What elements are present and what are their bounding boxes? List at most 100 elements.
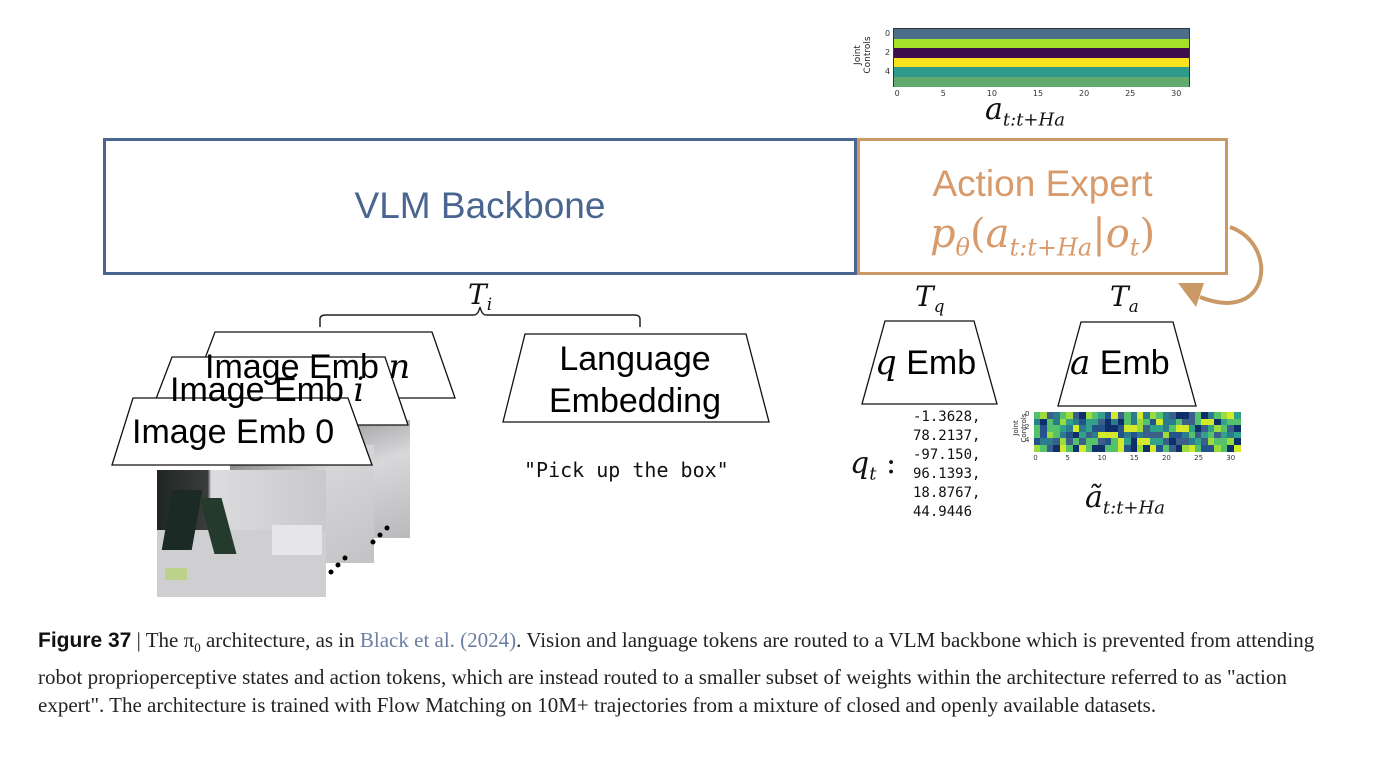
heatmap-cell (1059, 425, 1067, 432)
heatmap-cell (1059, 438, 1067, 445)
heatmap-cell (1188, 438, 1196, 445)
heatmap-cell (1117, 444, 1125, 452)
x-tick-label: 5 (1065, 454, 1070, 462)
heatmap-cell (1130, 431, 1138, 439)
heatmap-cell (1034, 412, 1041, 419)
heatmap-cell (1143, 444, 1151, 452)
heatmap-cell (1207, 425, 1215, 432)
heatmap-cell (1034, 438, 1041, 445)
heatmap-cell (1169, 412, 1177, 419)
heatmap-cell (1046, 431, 1054, 439)
clean-action-heatmap (893, 28, 1190, 87)
heatmap-cell (1214, 425, 1222, 432)
heatmap-cell (1085, 431, 1093, 439)
heatmap-cell (1085, 444, 1093, 452)
action-expert-title: Action Expert (932, 163, 1153, 204)
image-emb-n-label: Image Emb n (205, 347, 411, 387)
heatmap-cell (1091, 418, 1099, 426)
heatmap-cell (1124, 418, 1132, 426)
x-tick-label: 20 (1078, 89, 1090, 98)
action-expert-formula: pθ(at:t+Ha|ot) (929, 211, 1156, 262)
heatmap-cell (1079, 412, 1086, 419)
heatmap-cell (1111, 431, 1119, 439)
heatmap-cell (1214, 438, 1222, 445)
heatmap-cell (1220, 412, 1228, 419)
a-emb-label: a Emb (1070, 343, 1170, 383)
heatmap-cell (1233, 425, 1241, 432)
citation-link[interactable]: Black et al. (2024) (359, 628, 517, 652)
heatmap-cell (1143, 438, 1151, 445)
heatmap-cell (1117, 418, 1125, 426)
heatmap-cell (1034, 418, 1041, 426)
heatmap-cell (1072, 438, 1080, 445)
x-tick-label: 15 (1129, 454, 1139, 462)
heatmap-cell (1169, 444, 1177, 452)
heatmap-cell (1227, 444, 1235, 452)
heatmap-cell (1162, 425, 1170, 432)
heatmap-cell (1201, 438, 1209, 445)
y-tick-label: 4 (885, 66, 891, 76)
heatmap-cell (1079, 431, 1086, 439)
heatmap-cell (1098, 444, 1106, 452)
heatmap-cell (1143, 431, 1151, 439)
x-tick-label: 30 (1171, 89, 1182, 98)
heatmap-cell (1130, 444, 1138, 452)
heatmap-cell (1117, 412, 1125, 419)
heatmap-cell (1188, 444, 1196, 452)
heatmap-cell (1169, 438, 1177, 445)
heatmap-cell (1214, 418, 1222, 426)
heatmap-cell (1059, 431, 1067, 439)
heatmap-cell (1137, 418, 1144, 426)
heatmap-cell (1201, 431, 1209, 439)
heatmap-cell (1201, 444, 1209, 452)
heatmap-cell (1091, 431, 1099, 439)
heatmap-cell (1053, 431, 1061, 439)
noisy-action-label: ãt:t+Ha (1085, 480, 1165, 519)
heatmap-cell (1149, 444, 1157, 452)
heatmap-cell (1098, 438, 1106, 445)
action-expert-box: Action Expert pθ(at:t+Ha|ot) (857, 138, 1228, 275)
heatmap-cell (1156, 425, 1164, 432)
q-state-values: -1.3628, 78.2137, -97.150, 96.1393, 18.8… (913, 408, 980, 522)
heatmap-cell (1111, 418, 1119, 426)
x-tick-label: 10 (986, 89, 997, 98)
heatmap-cell (1124, 425, 1132, 432)
heatmap-cell (1111, 444, 1119, 452)
x-tick-label: 10 (1097, 454, 1107, 462)
heatmap-cell (1085, 412, 1093, 419)
heatmap-cell (1046, 444, 1054, 452)
caption-separator: | (131, 628, 146, 652)
heatmap-cell (1124, 412, 1132, 419)
x-tick-label: 20 (1161, 454, 1171, 462)
heatmap-cell (1227, 431, 1235, 439)
heatmap-cell (1066, 438, 1074, 445)
heatmap-cell (1220, 425, 1228, 432)
heatmap-cell (1169, 425, 1177, 432)
heatmap-cell (1175, 425, 1183, 432)
heatmap-cell (1104, 412, 1112, 419)
heatmap-cell (1046, 412, 1054, 419)
heatmap-cell (1188, 425, 1196, 432)
heatmap-cell (1143, 425, 1151, 432)
q-value: 44.9446 (913, 504, 973, 520)
heatmap-cell (1182, 431, 1189, 439)
heatmap-row (894, 57, 1189, 68)
heatmap-cell (1175, 418, 1183, 426)
heatmap-cell (1137, 438, 1144, 445)
heatmap-cell (1117, 431, 1125, 439)
q-value: 96.1393, (913, 466, 981, 482)
token-label-tq: Tq (915, 280, 945, 316)
heatmap-row (894, 76, 1189, 87)
heatmap-cell (1175, 438, 1183, 445)
heatmap-cell (1137, 425, 1144, 432)
heatmap-cell (1117, 438, 1125, 445)
heatmap-cell (1182, 444, 1189, 452)
q-value: 78.2137, (913, 428, 981, 444)
heatmap-cell (1098, 431, 1106, 439)
heatmap-cell (1040, 431, 1048, 439)
heatmap-cell (1214, 412, 1222, 419)
heatmap-cell (1233, 412, 1241, 419)
heatmap-cell (1188, 418, 1196, 426)
